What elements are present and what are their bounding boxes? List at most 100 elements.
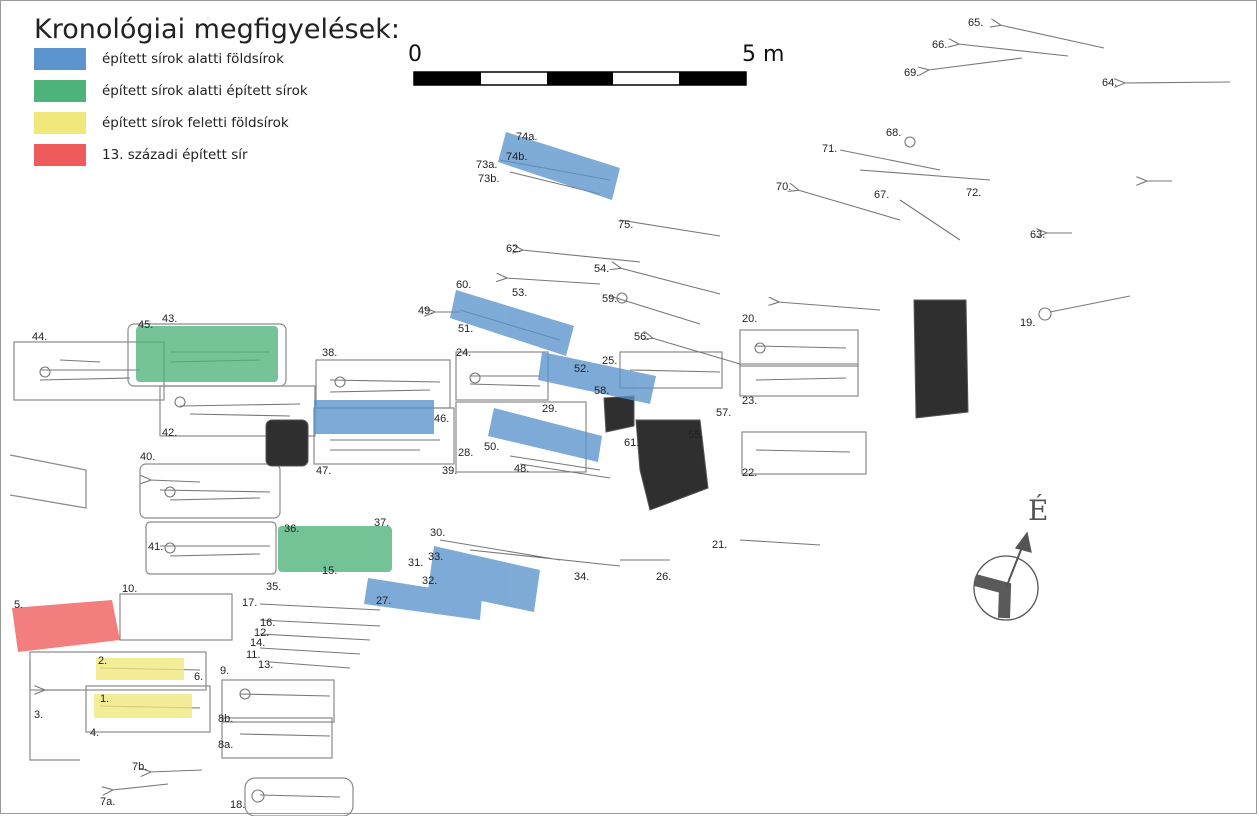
grave-number-label: 51.	[458, 323, 473, 335]
grave-number-label: 1.	[100, 693, 109, 705]
grave-number-label: 58.	[594, 385, 609, 397]
grave-number-label: 44.	[32, 331, 47, 343]
grave-number-label: 46.	[434, 413, 449, 425]
grave-number-label: 38.	[322, 347, 337, 359]
grave-number-label: 47.	[316, 465, 331, 477]
grave-number-label: 14.	[250, 637, 265, 649]
chronology-highlights	[12, 132, 656, 718]
grave-number-label: 13.	[258, 659, 273, 671]
legend-item-blue: épített sírok alatti földsírok	[34, 47, 284, 71]
grave-number-label: 40.	[140, 451, 155, 463]
grave-number-label: 39.	[442, 465, 457, 477]
grave-number-label: 43.	[162, 313, 177, 325]
grave-number-label: 18.	[230, 799, 245, 811]
grave-number-label: 19.	[1020, 317, 1035, 329]
map-title: Kronológiai megfigyelések:	[34, 14, 400, 45]
grave-number-label: 8a.	[218, 739, 233, 751]
grave-number-label: 59.	[602, 293, 617, 305]
grave-number-label: 62.	[506, 243, 521, 255]
grave-number-label: 31.	[408, 557, 423, 569]
legend-item-green: épített sírok alatti épített sírok	[34, 79, 308, 103]
grave-number-label: 50.	[484, 441, 499, 453]
grave-number-label: 32.	[422, 575, 437, 587]
grave-number-label: 74b.	[506, 151, 527, 163]
grave-number-label: 33.	[428, 551, 443, 563]
legend-item-red: 13. századi épített sír	[34, 143, 248, 167]
legend-swatch	[34, 144, 86, 166]
grave-number-label: 56.	[634, 331, 649, 343]
grave-number-label: 64.	[1102, 77, 1117, 89]
grave-number-label: 49.	[418, 305, 433, 317]
grave-number-label: 25.	[602, 355, 617, 367]
legend-item-yellow: épített sírok feletti földsírok	[34, 111, 289, 135]
grave-number-label: 61.	[624, 437, 639, 449]
legend-label: 13. századi épített sír	[102, 147, 248, 163]
legend-swatch	[34, 112, 86, 134]
grave-number-label: 23.	[742, 395, 757, 407]
grave-number-label: 55.	[688, 429, 703, 441]
grave-number-label: 21.	[712, 539, 727, 551]
legend-label: épített sírok feletti földsírok	[102, 115, 289, 131]
scale-end-label: 5 m	[742, 42, 785, 67]
grave-number-label: 8b.	[218, 713, 233, 725]
scale-bar	[413, 71, 747, 86]
grave-number-label: 4.	[90, 727, 99, 739]
grave-number-label: 27.	[376, 595, 391, 607]
grave-number-label: 71.	[822, 143, 837, 155]
grave-number-label: 54.	[594, 263, 609, 275]
grave-number-label: 69.	[904, 67, 919, 79]
grave-number-label: 63.	[1030, 229, 1045, 241]
grave-number-label: 5.	[14, 599, 23, 611]
grave-number-label: 52.	[574, 363, 589, 375]
grave-number-label: 57.	[716, 407, 731, 419]
grave-number-label: 10.	[122, 583, 137, 595]
grave-number-label: 37.	[374, 517, 389, 529]
grave-number-label: 29.	[542, 403, 557, 415]
grave-number-label: 53.	[512, 287, 527, 299]
grave-number-label: 67.	[874, 189, 889, 201]
grave-direction-arrows	[44, 25, 1231, 790]
skeleton-traces	[39, 136, 1131, 803]
grave-number-label: 68.	[886, 127, 901, 139]
grave-number-label: 20.	[742, 313, 757, 325]
grave-number-label: 48.	[514, 463, 529, 475]
legend-label: épített sírok alatti épített sírok	[102, 83, 308, 99]
legend-swatch	[34, 80, 86, 102]
grave-number-label: 42.	[162, 427, 177, 439]
grave-number-label: 65.	[968, 17, 983, 29]
grave-number-label: 3.	[34, 709, 43, 721]
grave-number-label: 35.	[266, 581, 281, 593]
grave-number-label: 9.	[220, 665, 229, 677]
grave-number-label: 17.	[242, 597, 257, 609]
legend-label: épített sírok alatti földsírok	[102, 51, 284, 67]
grave-number-label: 26.	[656, 571, 671, 583]
grave-number-label: 7b.	[132, 761, 147, 773]
grave-number-label: 73a.	[476, 159, 497, 171]
grave-number-label: 36.	[284, 523, 299, 535]
grave-number-label: 34.	[574, 571, 589, 583]
grave-number-label: 75.	[618, 219, 633, 231]
grave-number-label: 41.	[148, 541, 163, 553]
scale-start-label: 0	[408, 42, 422, 67]
grave-number-label: 22.	[742, 467, 757, 479]
grave-number-label: 11.	[246, 649, 260, 661]
grave-number-label: 12.	[254, 627, 269, 639]
grave-number-label: 45.	[138, 319, 153, 331]
grave-number-label: 6.	[194, 671, 203, 683]
stone-blocks	[265, 299, 969, 511]
grave-number-label: 24.	[456, 347, 471, 359]
legend-swatch	[34, 48, 86, 70]
grave-number-label: 28.	[458, 447, 473, 459]
grave-number-label: 2.	[98, 655, 107, 667]
grave-number-label: 16.	[260, 617, 275, 629]
grave-number-label: 74a.	[516, 131, 537, 143]
grave-number-label: 73b.	[478, 173, 499, 185]
grave-number-label: 15.	[322, 565, 337, 577]
grave-labels: 65.66.69.64.74a.74b.73a.73b.68.71.72.67.…	[14, 17, 1117, 811]
grave-number-label: 60.	[456, 279, 471, 291]
grave-number-label: 66.	[932, 39, 947, 51]
grave-number-label: 30.	[430, 527, 445, 539]
north-label: É	[1028, 494, 1049, 527]
